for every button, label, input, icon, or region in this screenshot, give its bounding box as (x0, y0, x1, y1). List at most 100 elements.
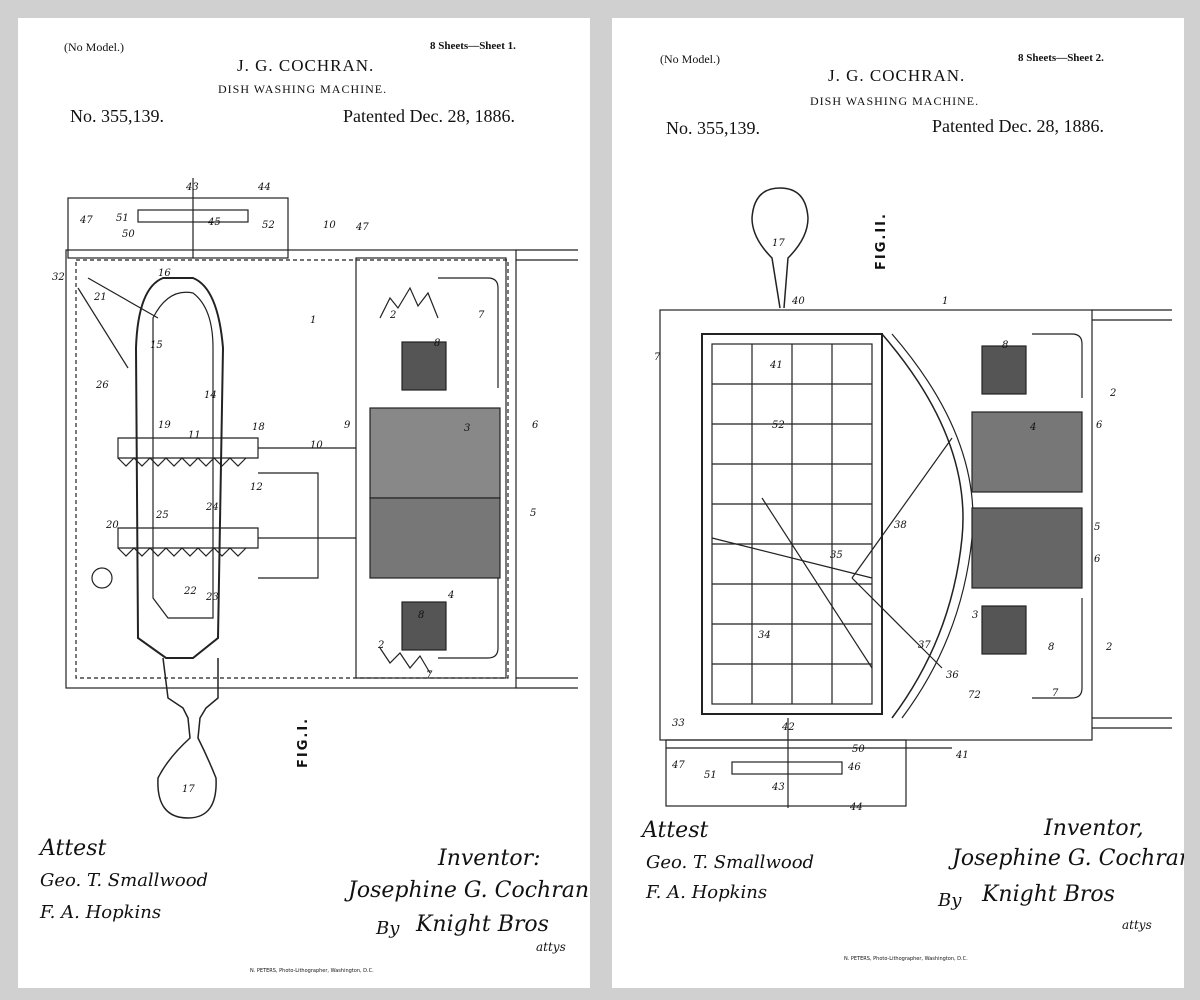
cabinet-inner-dashed (75, 259, 509, 679)
fig1-drawing: 43 44 47 51 50 45 52 10 47 32 21 16 15 1… (52, 178, 578, 819)
reference-numeral: 50 (852, 744, 865, 755)
patent-sheet-2: (No Model.) 8 Sheets—Sheet 2. J. G. COCH… (612, 18, 1184, 988)
gear-housing (665, 739, 907, 807)
reference-numeral: 32 (52, 272, 65, 283)
reference-numeral: 72 (968, 690, 981, 701)
patent-date: Patented Dec. 28, 1886. (343, 106, 515, 126)
no-model-label: (No Model.) (660, 52, 720, 66)
reference-numeral: 7 (426, 670, 433, 681)
reference-numeral: 7 (478, 310, 485, 321)
attys-label: attys (1122, 918, 1152, 932)
patent-number: No. 355,139. (70, 106, 164, 126)
attys-label: attys (536, 940, 566, 954)
reference-numeral: 35 (830, 550, 843, 561)
reference-numeral: 51 (704, 770, 717, 781)
reference-numeral: 24 (205, 502, 219, 513)
reference-numeral: 17 (772, 238, 785, 249)
reference-numeral: 2 (389, 310, 396, 321)
reference-numeral: 7 (654, 352, 661, 363)
fig2-drawing: 17 40 1 7 41 8 2 52 4 6 38 35 5 6 3 34 3… (654, 187, 1172, 813)
reference-numeral: 14 (204, 390, 217, 401)
weight-lower (981, 605, 1027, 655)
inventor-signature: Josephine G. Cochran (952, 846, 1184, 871)
reference-numeral: 42 (781, 722, 795, 733)
reference-numeral: 10 (310, 440, 323, 451)
reference-numeral: 3 (972, 610, 978, 621)
attorney-signature: Knight Bros (416, 912, 549, 937)
reference-numeral: 12 (250, 482, 263, 493)
reference-numeral: 25 (155, 510, 169, 521)
lithographer-footer: N. PETERS, Photo-Lithographer, Washingto… (844, 956, 968, 962)
by-label: By (376, 918, 400, 939)
weight-upper (401, 341, 447, 391)
reference-numeral: 1 (942, 296, 948, 307)
reference-numeral: 7 (1052, 688, 1059, 699)
cabinet-outline (65, 249, 517, 689)
reference-numeral: 45 (207, 217, 221, 228)
reference-numeral: 15 (150, 340, 163, 351)
reference-numeral: 8 (1002, 340, 1008, 351)
reference-numeral: 44 (849, 802, 863, 813)
reference-numeral: 50 (122, 229, 135, 240)
wash-compartment (355, 257, 507, 679)
attorney-signature: Knight Bros (982, 882, 1115, 907)
reference-numeral: 8 (434, 338, 440, 349)
inventor-name-heading: J. G. COCHRAN. (828, 66, 966, 85)
reference-numeral: 52 (262, 220, 275, 231)
sheet-count: 8 Sheets—Sheet 2. (1018, 52, 1104, 64)
reference-numeral: 4 (1029, 422, 1036, 433)
reference-numeral: 46 (847, 762, 861, 773)
reference-numeral: 43 (771, 782, 785, 793)
reference-numeral: 20 (105, 520, 119, 531)
reference-numeral: 9 (344, 420, 351, 431)
reference-numeral: 17 (182, 784, 195, 795)
drum-upper (971, 411, 1083, 493)
reference-numeral: 38 (894, 520, 907, 531)
patent-date: Patented Dec. 28, 1886. (932, 116, 1104, 136)
reference-numeral: 2 (1109, 388, 1116, 399)
drum-upper (369, 407, 501, 499)
reference-numeral: 43 (185, 182, 199, 193)
witness-signature-1: Geo. T. Smallwood (40, 870, 209, 891)
reference-numeral: 52 (772, 420, 785, 431)
weight-upper (981, 345, 1027, 395)
inventor-name-heading: J. G. COCHRAN. (237, 56, 375, 75)
reference-numeral: 23 (205, 592, 219, 603)
patent-title: DISH WASHING MACHINE. (218, 82, 388, 96)
reference-numeral: 6 (1094, 554, 1101, 565)
reference-numeral: 5 (530, 508, 536, 519)
patent-number: No. 355,139. (666, 118, 760, 138)
reference-numeral: 6 (532, 420, 539, 431)
attest-label: Attest (40, 836, 107, 861)
drum-lower (971, 507, 1083, 589)
reference-numeral: 18 (252, 422, 265, 433)
handle (157, 657, 219, 819)
witness-signature-2: F. A. Hopkins (646, 882, 768, 903)
lever-frame (134, 277, 225, 659)
witness-signature-2: F. A. Hopkins (40, 902, 162, 923)
reference-numeral: 8 (1048, 642, 1054, 653)
reference-numeral: 8 (418, 610, 424, 621)
patent-title: DISH WASHING MACHINE. (810, 94, 980, 108)
reference-numeral: 47 (355, 222, 369, 233)
reference-numeral: 10 (323, 220, 336, 231)
patent-sheet-1: (No Model.) 8 Sheets—Sheet 1. J. G. COCH… (18, 18, 590, 988)
reference-numeral: 36 (946, 670, 959, 681)
reference-numeral: 4 (447, 590, 454, 601)
reference-numeral: 41 (769, 360, 783, 371)
reference-numeral: 11 (188, 430, 201, 441)
reference-numeral: 26 (95, 380, 109, 391)
reference-numeral: 47 (79, 215, 93, 226)
reference-numeral: 21 (93, 292, 107, 303)
reference-numeral: 47 (671, 760, 685, 771)
reference-numeral: 2 (377, 640, 384, 651)
reference-numeral: 16 (158, 268, 171, 279)
no-model-label: (No Model.) (64, 40, 124, 54)
sheet-count: 8 Sheets—Sheet 1. (430, 40, 516, 52)
reference-numeral: 37 (918, 640, 931, 651)
witness-signature-1: Geo. T. Smallwood (646, 852, 815, 873)
weight-lower (401, 601, 447, 651)
reference-numeral: 33 (672, 718, 685, 729)
reference-numeral: 6 (1096, 420, 1103, 431)
attest-label: Attest (642, 818, 709, 843)
